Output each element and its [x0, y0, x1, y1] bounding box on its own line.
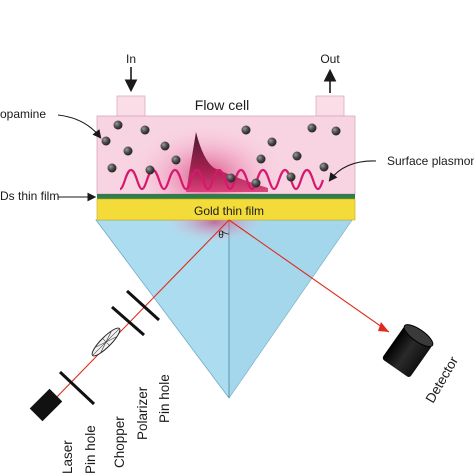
- particle: [226, 173, 236, 183]
- angle-arc: [221, 230, 230, 235]
- detector: [382, 324, 434, 377]
- particle: [160, 141, 170, 151]
- thin-film-layer: [97, 194, 355, 199]
- particle: [319, 162, 329, 172]
- gold-film: [96, 198, 356, 221]
- inlet-port: [116, 95, 146, 117]
- particle: [331, 126, 341, 136]
- pin-hole-2-label: Pin hole: [157, 374, 172, 423]
- gold-film-label: Gold thin film: [194, 204, 264, 218]
- polarizer: [111, 305, 145, 337]
- analyte-label: opamine: [0, 107, 46, 121]
- laser-beam: [51, 219, 390, 403]
- inlet-label: In: [126, 52, 136, 66]
- pin-hole-1-label: Pin hole: [83, 425, 98, 474]
- laser-label: Laser: [60, 440, 75, 474]
- prism: [95, 219, 353, 399]
- particle: [251, 178, 261, 188]
- resonance-peak: [186, 132, 268, 192]
- analyte-particles: [101, 120, 341, 188]
- thin-film-label: Ds thin film: [0, 189, 59, 203]
- particle: [241, 125, 251, 135]
- particle: [101, 136, 111, 146]
- outlet-label: Out: [320, 52, 340, 66]
- particle: [267, 137, 277, 147]
- particle: [140, 125, 150, 135]
- particle: [286, 172, 296, 182]
- pin-hole-1: [58, 370, 96, 406]
- particle: [113, 120, 123, 130]
- flow-cell-label: Flow cell: [195, 97, 249, 113]
- chopper-label: Chopper: [112, 416, 127, 468]
- particle: [292, 151, 302, 161]
- particle: [123, 146, 133, 156]
- surface-plasmon-label: Surface plasmon: [387, 154, 474, 168]
- outlet-port: [315, 95, 345, 117]
- detector-label: Detector: [423, 353, 462, 405]
- surface-plasmon-pointer: [328, 160, 377, 182]
- particle: [107, 163, 117, 173]
- particle: [145, 165, 155, 175]
- particle: [171, 155, 181, 165]
- particle: [307, 123, 317, 133]
- angle-label: θ: [218, 230, 224, 241]
- analyte-pointer: [57, 114, 102, 139]
- particle: [256, 154, 266, 164]
- laser-source: [29, 388, 63, 422]
- pin-hole-2: [125, 289, 161, 322]
- chopper: [91, 327, 121, 357]
- polarizer-label: Polarizer: [135, 386, 150, 440]
